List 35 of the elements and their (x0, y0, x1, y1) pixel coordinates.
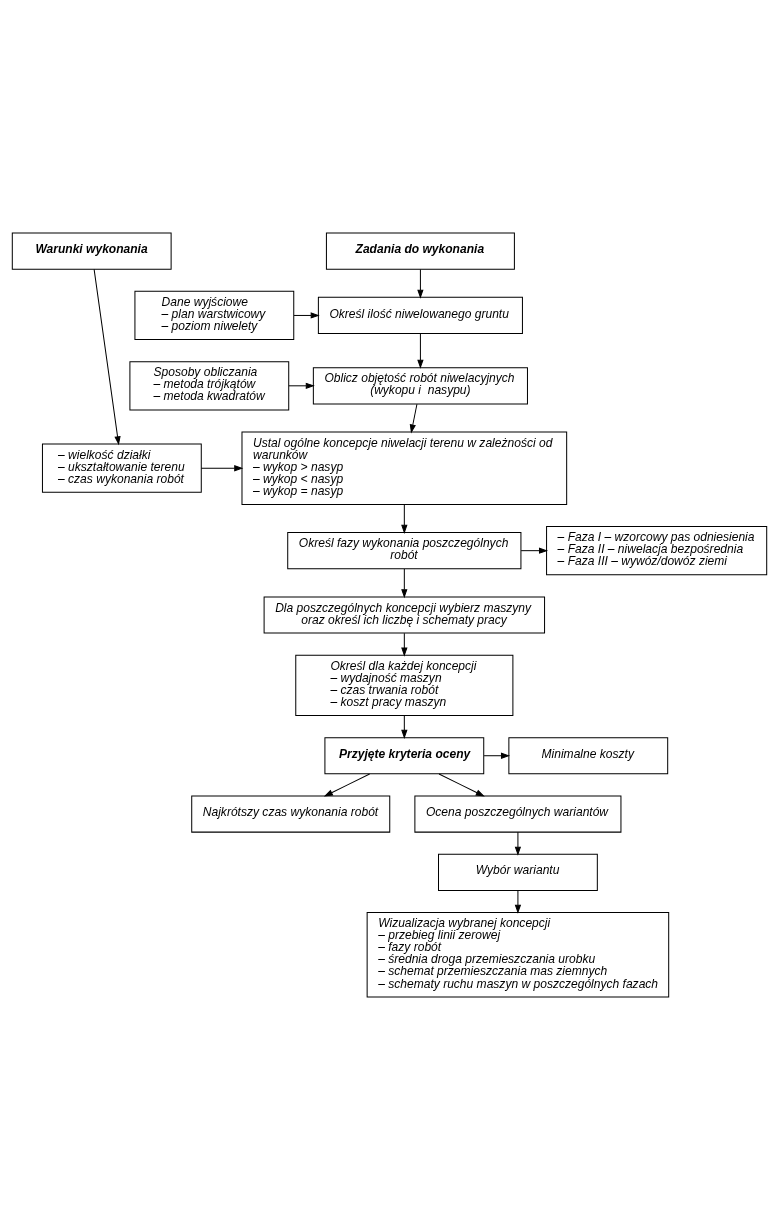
node-box: Wizualizacja wybranej koncepcji – przebieg linii zerowej – fazy robót – średnia droga przemieszczania urobku – schemat przemieszczania mas ziemnych – schematy ruchu maszyn w poszczególnych fazach (366, 912, 670, 998)
node-box: Ocena poszczególnych wariantów (414, 795, 622, 833)
arrow (288, 382, 315, 389)
arrow (483, 752, 511, 759)
arrow (293, 312, 320, 319)
node-box: Minimalne koszty (508, 737, 669, 775)
node-box: Wybór wariantu (438, 853, 598, 891)
arrow (323, 773, 371, 797)
node-box: Oblicz objętość robót niwelacyjnych (wykopu i nasypu) (312, 367, 528, 405)
arrow (438, 773, 485, 797)
arrow (401, 715, 408, 739)
node-box: – Faza I – wzorcowy pas odniesienia – Faza II – niwelacja bezpośrednia – Faza III – wywóz/dowóz ziemi (546, 526, 768, 576)
arrow (401, 632, 408, 657)
node-box: Przyjęte kryteria oceny (324, 737, 485, 775)
node-box: Warunki wykonania (11, 232, 172, 270)
arrow (520, 547, 549, 554)
node-box: – wielkość działki – ukształtowanie terenu – czas wykonania robót (41, 443, 202, 493)
arrow (417, 333, 424, 369)
node-box: Określ ilość niwelowanego gruntu (317, 296, 523, 335)
arrow (200, 465, 244, 472)
node-box: Zadania do wykonania (325, 232, 515, 270)
arrow (514, 831, 522, 856)
node-box: Sposoby obliczania – metoda trójkątów – metoda kwadratów (129, 361, 290, 411)
arrow (401, 568, 408, 599)
arrow (93, 268, 121, 446)
node-box: Najkrótszy czas wykonania robót (191, 795, 391, 833)
node-box: Określ dla każdej koncepcji – wydajność maszyn – czas trwania robót – koszt pracy maszyn (295, 654, 514, 717)
arrow (401, 504, 408, 534)
arrow (409, 403, 418, 434)
arrow (514, 890, 522, 914)
node-box: Ustal ogólne koncepcje niwelacji terenu w zależności od warunków – wykop > nasyp – wykop < nasyp – wykop = nasyp (241, 431, 568, 505)
node-box: Dane wyjściowe – plan warstwicowy – poziom niwelety (134, 290, 295, 341)
node-box: Określ fazy wykonania poszczególnych robót (287, 532, 522, 570)
node-box: Dla poszczególnych koncepcji wybierz maszyny oraz określ ich liczbę i schematy pracy (263, 596, 546, 634)
arrow (417, 268, 424, 299)
